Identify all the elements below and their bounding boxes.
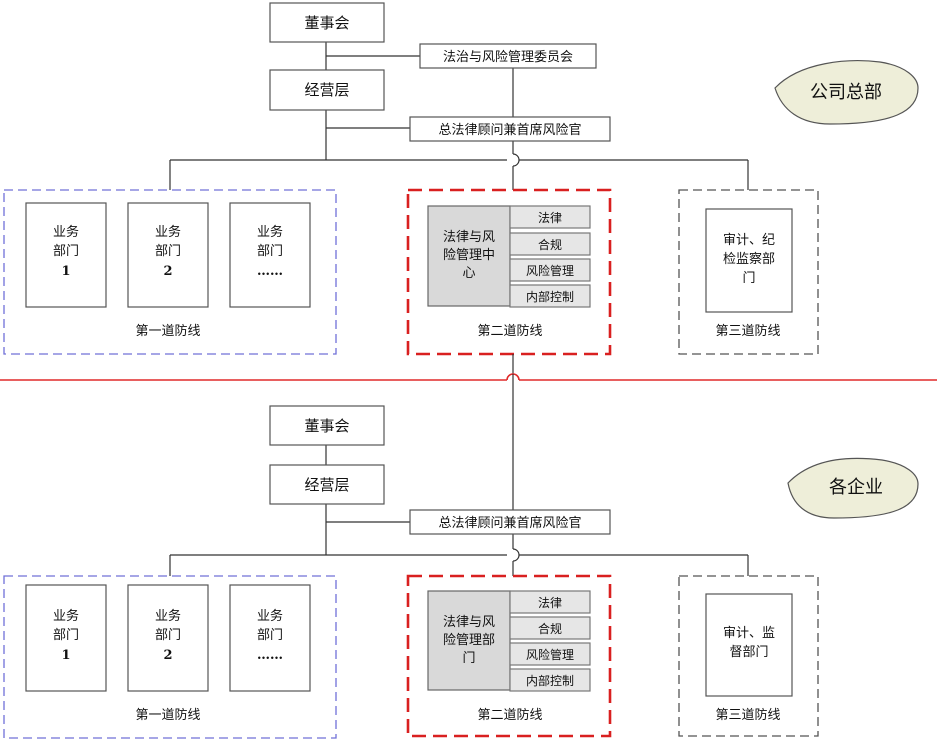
sub-unit-box (509, 232, 591, 256)
second-line-title: 第二道防线 (477, 323, 542, 339)
headquarters-section: 董事会 法治与风险管理委员会 经营层 总法律顾问兼首席风险官 公司总部 业务 部… (3, 2, 919, 356)
sub-unit-label: 法律 (538, 596, 562, 610)
business-dept-box (229, 202, 311, 308)
sub-unit-box (509, 590, 591, 614)
section-divider (0, 354, 937, 514)
audit-dept-line: 督部门 (729, 645, 768, 660)
first-line-title: 第一道防线 (135, 323, 200, 339)
business-dept-line: 部门 (257, 244, 283, 259)
second-line-frame (406, 574, 612, 738)
gc-cro-label: 总法律顾问兼首席风险官 (438, 515, 581, 531)
line-hop (512, 548, 520, 562)
business-dept-box (127, 202, 209, 308)
third-line-title: 第三道防线 (715, 707, 780, 723)
committee-label: 法治与风险管理委员会 (443, 50, 573, 65)
business-dept-box (25, 202, 107, 308)
business-dept-line: 部门 (155, 628, 181, 643)
legal-risk-center-line: 险管理中 (443, 248, 495, 263)
gc-cro-box (409, 116, 611, 142)
audit-dept-line: 门 (742, 271, 755, 286)
business-dept-line: 业务 (155, 608, 181, 624)
business-dept-line: 部门 (53, 628, 79, 643)
business-dept-line: 部门 (53, 244, 79, 259)
business-dept-line: 业务 (155, 224, 181, 240)
business-dept-line: …… (257, 264, 283, 279)
business-dept-line: 业务 (257, 224, 283, 240)
business-dept-line: …… (257, 648, 283, 663)
sub-unit-box (509, 642, 591, 666)
audit-dept-line: 审计、纪 (723, 233, 775, 248)
business-dept-box (127, 584, 209, 692)
headquarters-tag-label: 公司总部 (810, 82, 882, 103)
board-label: 董事会 (304, 417, 349, 435)
management-box (269, 69, 385, 111)
first-line-frame (3, 189, 337, 355)
audit-dept-line: 审计、监 (723, 626, 775, 641)
audit-dept-box (705, 593, 793, 697)
sub-unit-label: 风险管理 (526, 263, 574, 278)
legal-risk-center-box (427, 205, 511, 307)
business-dept-line: 部门 (257, 628, 283, 643)
first-line-frame (3, 575, 337, 739)
gc-cro-label: 总法律顾问兼首席风险官 (438, 122, 581, 138)
legal-risk-dept-line: 门 (462, 651, 475, 666)
business-dept-line: 2 (163, 648, 172, 663)
business-dept-line: 业务 (257, 608, 283, 624)
business-dept-box (229, 584, 311, 692)
business-dept-line: 1 (61, 648, 70, 663)
legal-risk-dept-line: 险管理部 (443, 633, 495, 648)
sub-unit-label: 合规 (538, 237, 562, 252)
sub-unit-label: 内部控制 (526, 673, 574, 688)
committee-box (419, 43, 597, 69)
enterprise-section: 董事会 经营层 总法律顾问兼首席风险官 各企业 业务 部门 1 业务 部门 2 … (3, 405, 919, 739)
audit-dept-line: 检监察部 (723, 252, 775, 267)
business-dept-line: 2 (163, 264, 172, 279)
sub-unit-label: 法律 (538, 211, 562, 225)
sub-unit-box (509, 668, 591, 692)
board-label: 董事会 (304, 14, 349, 32)
sub-unit-box (509, 258, 591, 282)
sub-unit-box (509, 616, 591, 640)
second-line-title: 第二道防线 (477, 707, 542, 723)
management-label: 经营层 (304, 81, 349, 99)
management-box (269, 464, 385, 505)
board-box (269, 2, 385, 43)
enterprise-tag-label: 各企业 (829, 477, 883, 498)
legal-risk-center-line: 心 (462, 266, 475, 281)
sub-unit-box (509, 205, 591, 229)
headquarters-tag (774, 60, 919, 125)
business-dept-line: 部门 (155, 244, 181, 259)
legal-risk-dept-box (427, 590, 511, 691)
sub-unit-label: 风险管理 (526, 647, 574, 662)
third-line-title: 第三道防线 (715, 323, 780, 339)
sub-unit-label: 内部控制 (526, 289, 574, 304)
first-line-title: 第一道防线 (135, 707, 200, 723)
management-label: 经营层 (304, 476, 349, 494)
audit-dept-box (705, 208, 793, 313)
sub-unit-box (509, 284, 591, 308)
third-line-frame (678, 189, 819, 355)
legal-risk-center-line: 法律与风 (443, 230, 495, 245)
third-line-frame (678, 575, 819, 737)
second-line-frame (406, 188, 612, 356)
business-dept-box (25, 584, 107, 692)
legal-risk-dept-line: 法律与风 (443, 615, 495, 630)
gc-cro-box (409, 509, 611, 535)
business-dept-line: 1 (61, 264, 70, 279)
business-dept-line: 业务 (53, 224, 79, 240)
line-hop (512, 153, 520, 167)
enterprise-tag (787, 457, 919, 519)
board-box (269, 405, 385, 446)
sub-unit-label: 合规 (538, 621, 562, 636)
business-dept-line: 业务 (53, 608, 79, 624)
